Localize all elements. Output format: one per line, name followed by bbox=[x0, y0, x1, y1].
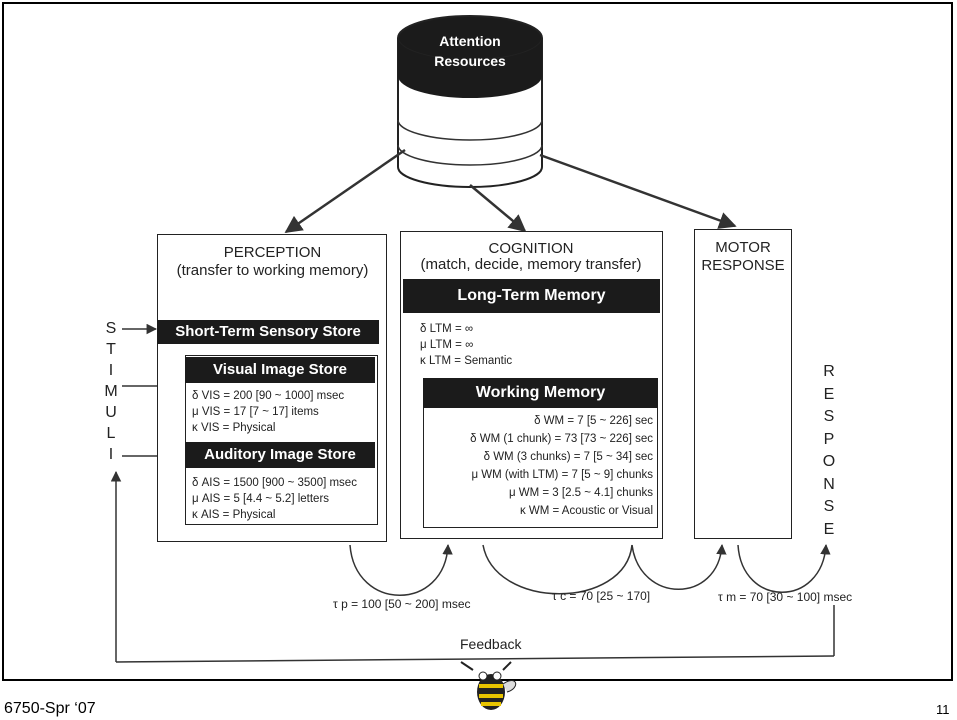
response-letter: S bbox=[823, 408, 835, 425]
attention-line2: Resources bbox=[434, 53, 506, 69]
ltm-code: κ LTM = Semantic bbox=[420, 355, 513, 367]
stimuli-letter: T bbox=[106, 341, 116, 358]
response-letter: S bbox=[823, 498, 835, 515]
stimuli-letter: S bbox=[105, 320, 117, 337]
response-letter: P bbox=[823, 430, 835, 448]
ltm-decay: δ LTM = ∞ bbox=[420, 323, 474, 335]
wm-decay-3-chunks: δ WM (3 chunks) = 7 [5 ~ 34] sec bbox=[483, 451, 653, 463]
auditory-image-store: Auditory Image Store bbox=[185, 442, 375, 468]
short-term-sensory-store: Short-Term Sensory Store bbox=[157, 320, 379, 344]
ais-decay: δ AIS = 1500 [900 ~ 3500] msec bbox=[192, 477, 357, 489]
perceptual-cycle-time: τ p = 100 [50 ~ 200] msec bbox=[333, 597, 471, 611]
ais-code: κ AIS = Physical bbox=[192, 509, 276, 521]
stimuli-letter: L bbox=[106, 425, 116, 442]
feedback-label: Feedback bbox=[460, 636, 522, 652]
response-letter: E bbox=[823, 385, 835, 403]
wm-code: κ WM = Acoustic or Visual bbox=[519, 505, 653, 517]
attention-label: Attention Resources bbox=[400, 31, 540, 71]
motor-cycle-time: τ m = 70 [30 ~ 100] msec bbox=[718, 590, 853, 604]
stimuli-letter: M bbox=[104, 383, 118, 400]
perception-subtitle: (transfer to working memory) bbox=[176, 262, 369, 279]
attention-cylinder bbox=[397, 15, 543, 188]
wm-capacity-with-ltm: μ WM (with LTM) = 7 [5 ~ 9] chunks bbox=[471, 469, 653, 481]
cognitive-cycle-time: τ c = 70 [25 ~ 170] bbox=[552, 589, 651, 603]
course-label: 6750-Spr ‘07 bbox=[4, 700, 96, 717]
vis-code: κ VIS = Physical bbox=[192, 422, 276, 434]
stimuli-letter: I bbox=[108, 446, 114, 463]
stimuli-letter: U bbox=[105, 404, 117, 421]
response-label: R E S P O N S E bbox=[819, 361, 839, 541]
wm-capacity: μ WM = 3 [2.5 ~ 4.1] chunks bbox=[508, 487, 653, 499]
response-letter: O bbox=[822, 453, 836, 470]
page-number: 11 bbox=[936, 702, 950, 717]
response-letter: R bbox=[823, 363, 835, 380]
ais-capacity: μ AIS = 5 [4.4 ~ 5.2] letters bbox=[192, 493, 330, 505]
cognition-title: COGNITION bbox=[488, 240, 574, 257]
stimuli-letter: I bbox=[108, 362, 114, 379]
motor-title-line1: MOTOR bbox=[715, 239, 771, 256]
sensory-stores-box bbox=[185, 355, 378, 525]
stimuli-label: S T I M U L I bbox=[101, 318, 121, 465]
motor-box bbox=[694, 229, 792, 539]
visual-image-store: Visual Image Store bbox=[185, 357, 375, 383]
response-letter: N bbox=[823, 475, 835, 493]
ltm-capacity: μ LTM = ∞ bbox=[420, 339, 474, 351]
vis-capacity: μ VIS = 17 [7 ~ 17] items bbox=[192, 406, 319, 418]
motor-title-line2: RESPONSE bbox=[701, 257, 785, 274]
attention-line1: Attention bbox=[439, 33, 501, 49]
perception-title: PERCEPTION bbox=[223, 244, 322, 261]
long-term-memory: Long-Term Memory bbox=[403, 279, 660, 313]
vis-decay: δ VIS = 200 [90 ~ 1000] msec bbox=[192, 390, 345, 402]
wm-decay-1-chunk: δ WM (1 chunk) = 73 [73 ~ 226] sec bbox=[470, 433, 653, 445]
wm-decay: δ WM = 7 [5 ~ 226] sec bbox=[534, 415, 653, 427]
working-memory: Working Memory bbox=[423, 378, 658, 408]
response-letter: E bbox=[823, 520, 835, 538]
cognition-subtitle: (match, decide, memory transfer) bbox=[420, 256, 642, 273]
